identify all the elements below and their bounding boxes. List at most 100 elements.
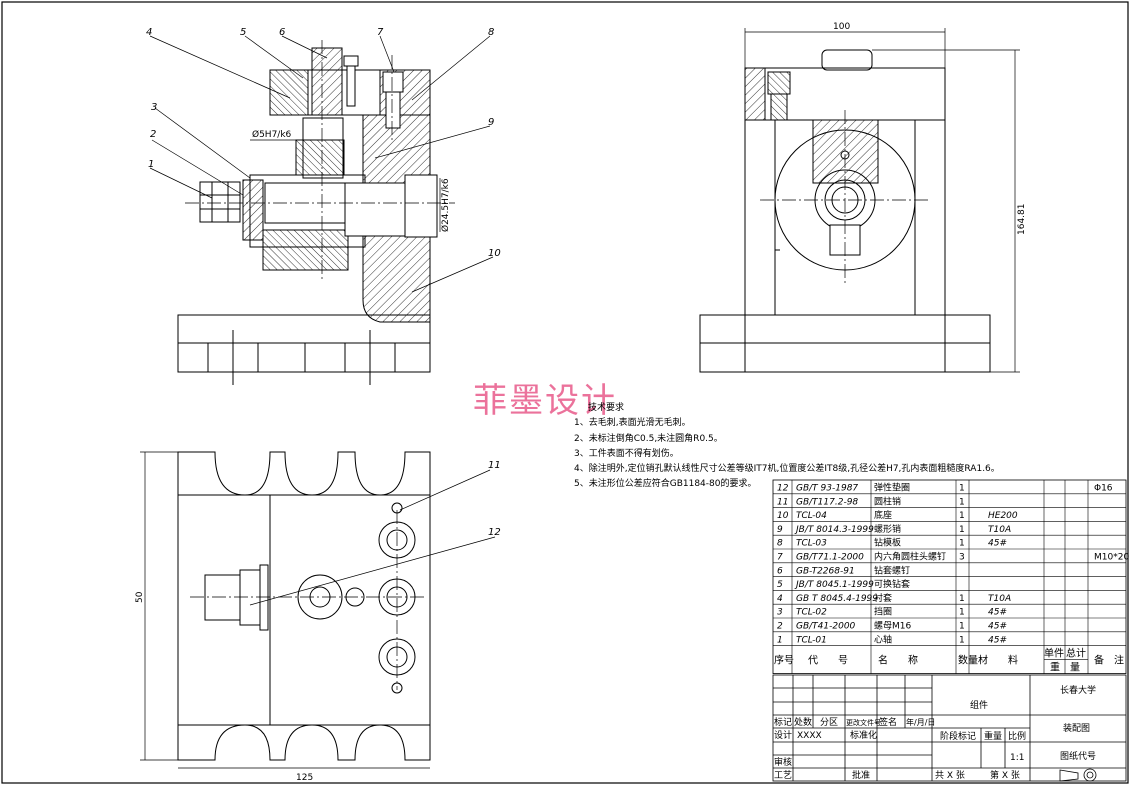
bom-no: 6 (777, 566, 783, 576)
tb-drawing: 装配图 (1063, 722, 1090, 734)
note-2: 2、未标注倒角C0.5,未注圆角R0.5。 (574, 432, 723, 444)
side-view (699, 28, 1020, 373)
projection-symbol-icon (1059, 768, 1097, 782)
balloon-labels: 4 5 6 7 8 9 3 2 1 10 11 12 (146, 27, 501, 538)
tb-xxxx: XXXX (797, 731, 822, 741)
bom-name: 螺母M16 (874, 621, 911, 632)
bom-hdr-total: 总计 (1066, 647, 1086, 660)
fit-small-dim: Ø5H7/k6 (252, 129, 292, 140)
tb-qianming: 签名 (879, 716, 897, 728)
tb-scale-val: 1:1 (1010, 753, 1024, 763)
bom-name: 衬套 (874, 592, 892, 604)
bom-qty: 1 (959, 635, 965, 645)
bom-hdr-single: 单件 (1044, 648, 1064, 660)
bom-note: Φ16 (1094, 484, 1113, 494)
bom-qty: 1 (959, 511, 965, 521)
bom-qty: 1 (959, 622, 965, 632)
bom-code: TCL-01 (796, 635, 827, 645)
bom-code: GB/T 93-1987 (796, 484, 858, 494)
bom-no: 1 (777, 635, 783, 645)
tb-weight: 重量 (984, 730, 1002, 742)
bom-qty: 3 (959, 553, 965, 563)
bom-hdr-name: 名 称 (878, 654, 918, 667)
bom-material: T10A (988, 525, 1011, 535)
dim-plan-width: 125 (296, 773, 313, 783)
dim-right-height: 164.81 (1017, 204, 1027, 236)
bom-no: 11 (777, 497, 788, 507)
watermark: 菲墨设计 (473, 381, 617, 421)
bom-material: 45# (988, 622, 1007, 632)
bom-note: M10*20 (1094, 553, 1129, 563)
balloon-11: 11 (488, 460, 501, 471)
bom-no: 10 (777, 511, 789, 521)
technical-notes: 技术要求 1、去毛刺,表面光滑无毛刺。 2、未标注倒角C0.5,未注圆角R0.5… (574, 401, 1000, 489)
bom-name: 圆柱销 (874, 495, 901, 507)
bom-qty: 1 (959, 497, 965, 507)
tb-code: 图纸代号 (1060, 750, 1096, 762)
bom-name: 螺形销 (874, 523, 901, 535)
tb-date: 年/月/日 (906, 717, 935, 727)
bom-material: HE200 (988, 511, 1018, 521)
balloon-3: 3 (151, 102, 157, 113)
bom-code: TCL-04 (796, 511, 827, 521)
note-5: 5、未注形位公差应符合GB1184-80的要求。 (574, 477, 756, 489)
bom-code: GB/T41-2000 (796, 622, 856, 632)
bom-code: GB/T117.2-98 (796, 497, 858, 507)
title-block-text: 标记 处数 分区 更改文件号 签名 年/月/日 设计 XXXX 标准化 审核 工… (774, 684, 1096, 781)
balloon-6: 6 (279, 27, 285, 38)
tb-biaozhunhua: 标准化 (850, 729, 877, 741)
note-3: 3、工件表面不得有划伤。 (574, 447, 679, 459)
bom-code: JB/T 8014.3-1999 (794, 525, 874, 535)
bom-hdr-note: 备 注 (1094, 654, 1124, 667)
tb-biaoji: 标记 (774, 716, 792, 728)
tb-chushu: 处数 (794, 716, 812, 728)
bom-code: TCL-03 (796, 539, 827, 549)
bom-no: 2 (777, 622, 783, 632)
tb-fenqu: 分区 (820, 717, 838, 728)
bom-no: 8 (777, 539, 783, 549)
bom-name: 心轴 (874, 633, 892, 645)
tb-sheet: 第 X 张 (990, 769, 1020, 781)
tb-univ: 长春大学 (1060, 684, 1096, 696)
bom-material: 45# (988, 635, 1007, 645)
balloon-5: 5 (240, 27, 246, 38)
bom-hdr-no: 序号 (774, 654, 794, 667)
bom-no: 4 (777, 594, 783, 604)
title-block (772, 674, 1127, 782)
balloon-12: 12 (488, 527, 501, 538)
tb-sheji: 设计 (774, 729, 792, 741)
fit-large-dim: Ø24.5H7/k6 (440, 178, 451, 232)
front-section-view (149, 35, 494, 385)
bom-no: 9 (777, 525, 783, 535)
bom-name: 内六角圆柱头螺钉 (874, 551, 946, 563)
dim-top-width: 100 (833, 22, 850, 32)
bom-qty: 1 (959, 484, 965, 494)
bom-name: 弹性垫圈 (874, 482, 910, 494)
plan-view (140, 451, 496, 769)
balloon-4: 4 (146, 27, 152, 38)
tb-sheets: 共 X 张 (935, 770, 965, 781)
bom-material: 45# (988, 539, 1007, 549)
bom-material: 45# (988, 608, 1007, 618)
bom-no: 7 (777, 553, 783, 563)
bom-qty: 1 (959, 525, 965, 535)
bom-code: GB-T2268-91 (796, 566, 855, 576)
bom-code: TCL-02 (796, 608, 827, 618)
balloon-10: 10 (488, 248, 501, 259)
balloon-9: 9 (488, 117, 494, 128)
bom-name: 可换钻套 (874, 578, 910, 590)
balloon-1: 1 (148, 159, 154, 170)
bom-hdr-weight: 重 量 (1050, 661, 1080, 674)
note-4: 4、除注明外,定位销孔默认线性尺寸公差等级IT7机,位置度公差IT8级,孔径公差… (574, 462, 1000, 474)
tb-stage: 阶段标记 (940, 730, 976, 742)
tb-pizhun: 批准 (852, 769, 870, 781)
tb-shenhe: 审核 (774, 756, 792, 768)
bom-name: 钻模板 (874, 537, 901, 549)
bom-no: 12 (777, 484, 789, 494)
tb-gongyi: 工艺 (774, 770, 792, 781)
bom-qty: 1 (959, 594, 965, 604)
bom-hdr-code: 代 号 (808, 655, 848, 667)
bom-qty: 1 (959, 539, 965, 549)
